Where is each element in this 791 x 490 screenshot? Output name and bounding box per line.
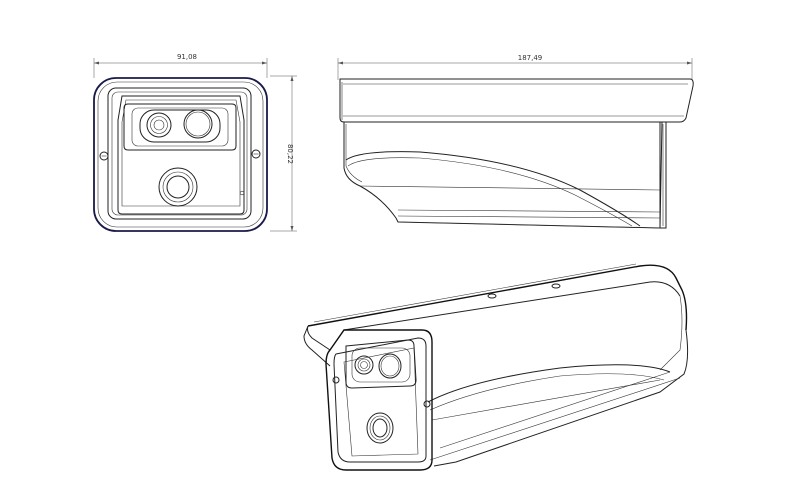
top-hole-icon — [487, 293, 497, 299]
iso-right-screw-icon — [423, 400, 431, 408]
front-housing-outline — [93, 77, 268, 232]
front-width-dimension: 91,08 — [93, 53, 268, 78]
front-view: 91,08 80,22 — [93, 53, 297, 232]
left-screw-icon — [99, 151, 109, 161]
right-screw-icon — [251, 149, 261, 159]
side-length-dimension: 187,49 — [337, 54, 693, 80]
iso-front-face — [325, 329, 433, 471]
bottom-sensor — [158, 167, 198, 207]
sensor-lens-icon — [158, 167, 198, 207]
isometric-view — [303, 263, 689, 471]
small-lens-icon — [146, 112, 172, 138]
front-width-label: 91,08 — [177, 53, 197, 61]
indicator-led-icon — [239, 190, 245, 196]
front-height-label: 80,22 — [286, 144, 294, 164]
iso-large-lens-icon — [378, 353, 402, 379]
top-hole-icon-2 — [551, 283, 561, 289]
iso-small-lens-icon — [354, 355, 374, 375]
iso-left-screw-icon — [332, 376, 340, 384]
front-height-dimension: 80,22 — [270, 75, 297, 232]
iso-sensor-icon — [366, 412, 394, 444]
dual-lens-module — [123, 103, 237, 151]
side-view: 187,49 — [337, 54, 694, 229]
side-length-label: 187,49 — [518, 54, 543, 62]
large-lens-icon — [183, 109, 213, 139]
